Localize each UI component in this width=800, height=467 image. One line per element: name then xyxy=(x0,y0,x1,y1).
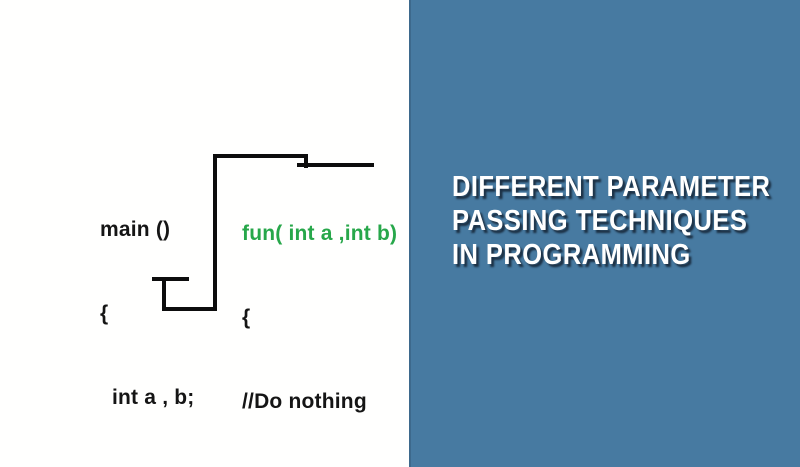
connector-top-run xyxy=(213,154,308,158)
code-line-open-brace: { xyxy=(242,306,251,329)
title-panel: DIFFERENT PARAMETER PASSING TECHNIQUES I… xyxy=(409,0,800,467)
page-title: DIFFERENT PARAMETER PASSING TECHNIQUES I… xyxy=(452,170,770,272)
callee-code-block: fun( int a ,int b) { //Do nothing } xyxy=(242,164,397,467)
connector-params-overline xyxy=(297,163,374,167)
connector-drop-segment xyxy=(162,279,166,311)
code-line-comment: //Do nothing xyxy=(242,390,367,413)
connector-tick xyxy=(304,154,308,168)
title-line-1: DIFFERENT PARAMETER xyxy=(452,171,771,203)
code-line-open-brace: { xyxy=(100,302,109,325)
connector-bottom-run xyxy=(162,307,217,311)
code-line-int-decl: int a , b; xyxy=(112,386,195,409)
connector-args-underline xyxy=(152,277,189,281)
code-line-fun-def: fun( int a ,int b) xyxy=(242,222,398,245)
title-line-3: IN PROGRAMMING xyxy=(452,239,691,271)
title-line-2: PASSING TECHNIQUES xyxy=(452,205,748,237)
connector-riser xyxy=(213,154,217,311)
code-line-main-decl: main () xyxy=(100,218,171,241)
caller-code-block: main () { int a , b; fun(a,b); } xyxy=(100,160,198,467)
